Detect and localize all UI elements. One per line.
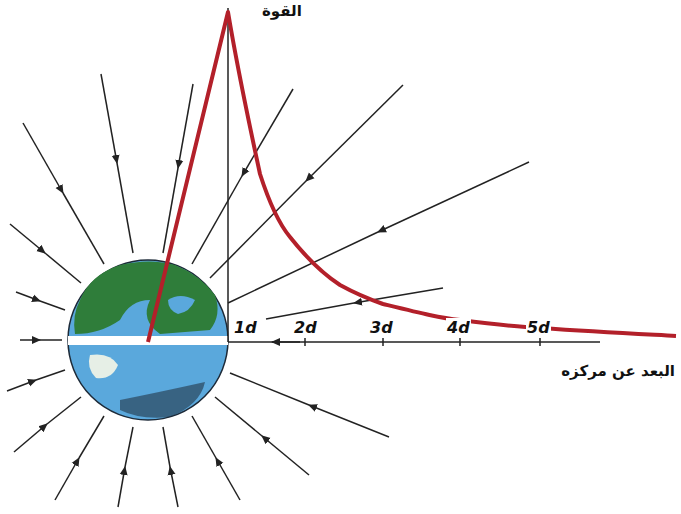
- axis-tick-label: 2d: [293, 318, 318, 337]
- axes: [228, 8, 600, 346]
- axis-tick-label: 1d: [233, 318, 258, 337]
- field-lines: [7, 74, 529, 507]
- axis-tick-label: 5d: [526, 318, 551, 337]
- axis-tick-label: 3d: [369, 318, 394, 337]
- axis-title: البعد عن مركزه: [561, 362, 675, 380]
- axis-title: القوة: [262, 2, 302, 20]
- axis-tick-label: 4d: [446, 318, 471, 337]
- force-curve: [148, 12, 676, 342]
